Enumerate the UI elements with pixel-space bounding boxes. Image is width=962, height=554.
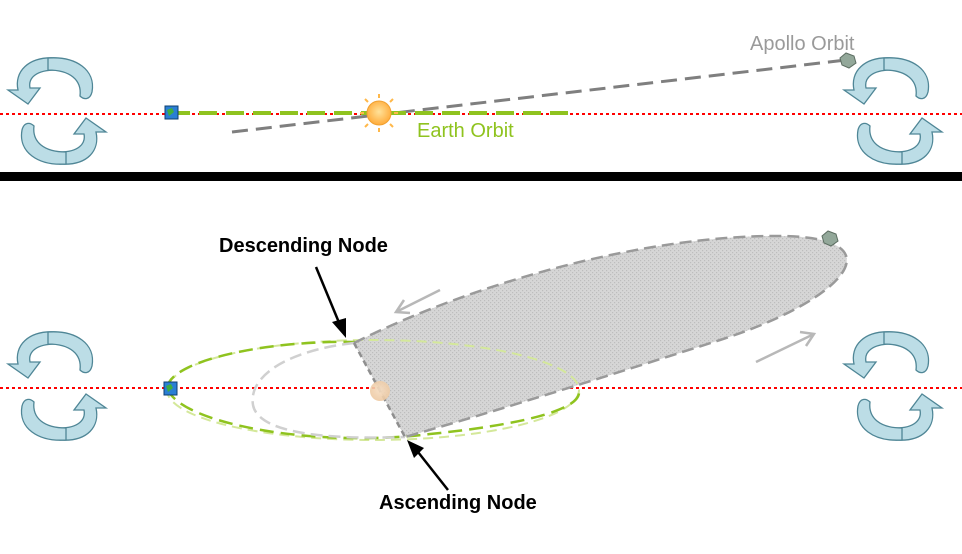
orbit-direction-arrow-left (393, 288, 441, 315)
circular-rotation-arrow-icon (5, 331, 109, 441)
circular-rotation-arrow-icon (5, 57, 109, 165)
apollo-orbit-upper (353, 234, 848, 439)
descending-node-label: Descending Node (219, 235, 388, 257)
sun-icon (360, 94, 398, 132)
ascending-node-pointer (407, 440, 449, 491)
apollo-orbit-label: Apollo Orbit (750, 33, 855, 55)
sun-icon (370, 381, 390, 401)
top-panel: Apollo Orbit Earth Orbit (0, 33, 962, 165)
circular-rotation-arrow-icon (841, 331, 945, 441)
asteroid-icon (821, 230, 839, 247)
earth-icon (164, 105, 179, 120)
orbit-direction-arrow-right (755, 330, 817, 364)
circular-rotation-arrow-icon (841, 57, 945, 165)
apollo-orbit-lower (251, 341, 406, 439)
asteroid-icon (839, 52, 857, 69)
descending-node-pointer (314, 266, 346, 338)
apollo-orbit-upper-region (354, 235, 847, 437)
bottom-panel: Descending Node Ascending Node (0, 230, 962, 514)
earth-orbit-label: Earth Orbit (417, 120, 514, 142)
earth-icon (163, 381, 178, 396)
panel-divider (0, 172, 962, 181)
ascending-node-label: Ascending Node (379, 492, 537, 514)
apollo-orbit-edge (231, 58, 847, 134)
